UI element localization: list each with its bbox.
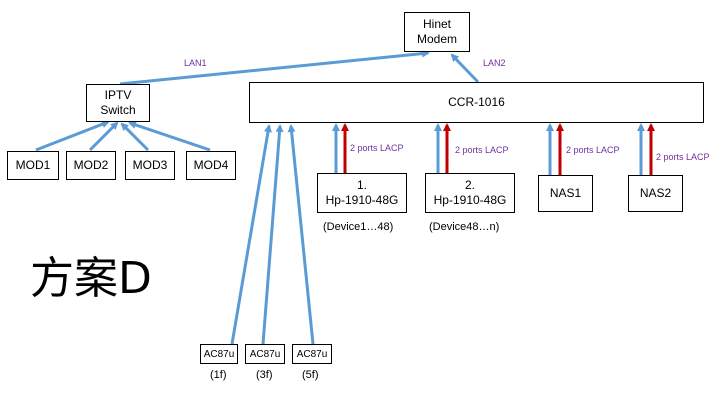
link-mod1-switch <box>35 120 110 152</box>
lan2-label: LAN2 <box>483 58 506 68</box>
lacp-label-hp1: 2 ports LACP <box>350 143 404 153</box>
link-router-modem <box>450 53 480 84</box>
link-mod2-switch <box>88 121 119 152</box>
mod2-label: MOD2 <box>73 158 109 172</box>
hp-switch-1-label: 1. Hp-1910-48G <box>325 178 399 207</box>
nas1-node: NAS1 <box>538 175 593 212</box>
ccr-1016-label: CCR-1016 <box>448 95 505 109</box>
mod2-node: MOD2 <box>66 151 116 180</box>
link-ap3-router <box>287 124 315 345</box>
link-ap2-router <box>261 124 284 345</box>
nas2-node: NAS2 <box>628 175 683 212</box>
lan1-label: LAN1 <box>184 58 207 68</box>
link-mod3-switch <box>120 122 150 152</box>
ap2-floor: (3f) <box>256 369 273 381</box>
mod3-label: MOD3 <box>132 158 168 172</box>
lacp-label-hp2: 2 ports LACP <box>455 145 509 155</box>
link-ap1-router <box>230 124 272 345</box>
mod3-node: MOD3 <box>125 151 175 180</box>
ccr-1016-router-node: CCR-1016 <box>249 82 704 123</box>
hp-switch-1-node: 1. Hp-1910-48G <box>317 173 407 213</box>
hp1-device-range: (Device1…48) <box>323 221 394 233</box>
iptv-switch-node: IPTV Switch <box>86 84 150 122</box>
nas1-label: NAS1 <box>549 186 582 200</box>
ac87u-3f-label: AC87u <box>249 348 281 360</box>
ac87u-1f-node: AC87u <box>200 344 238 364</box>
link-mod4-switch <box>128 121 211 152</box>
ap3-floor: (5f) <box>302 369 319 381</box>
hinet-modem-node: Hinet Modem <box>404 12 470 52</box>
plan-title: 方案D <box>30 253 152 304</box>
nas2-label: NAS2 <box>639 186 672 200</box>
mod1-label: MOD1 <box>15 158 51 172</box>
iptv-switch-label: IPTV Switch <box>100 88 136 117</box>
mod4-label: MOD4 <box>193 158 229 172</box>
ac87u-3f-node: AC87u <box>245 344 285 364</box>
mod4-node: MOD4 <box>186 151 236 180</box>
hp-switch-2-node: 2. Hp-1910-48G <box>425 173 515 213</box>
link-switch-modem <box>119 49 430 86</box>
ac87u-5f-node: AC87u <box>292 344 332 364</box>
hinet-modem-label: Hinet Modem <box>416 17 457 46</box>
mod1-node: MOD1 <box>7 151 59 180</box>
lacp-label-nas1: 2 ports LACP <box>566 145 620 155</box>
ac87u-5f-label: AC87u <box>296 348 328 360</box>
lacp-label-nas2: 2 ports LACP <box>656 152 710 162</box>
ac87u-1f-label: AC87u <box>203 348 235 360</box>
ap1-floor: (1f) <box>210 369 227 381</box>
hp-switch-2-label: 2. Hp-1910-48G <box>433 178 507 207</box>
hp2-device-range: (Device48…n) <box>429 221 500 233</box>
